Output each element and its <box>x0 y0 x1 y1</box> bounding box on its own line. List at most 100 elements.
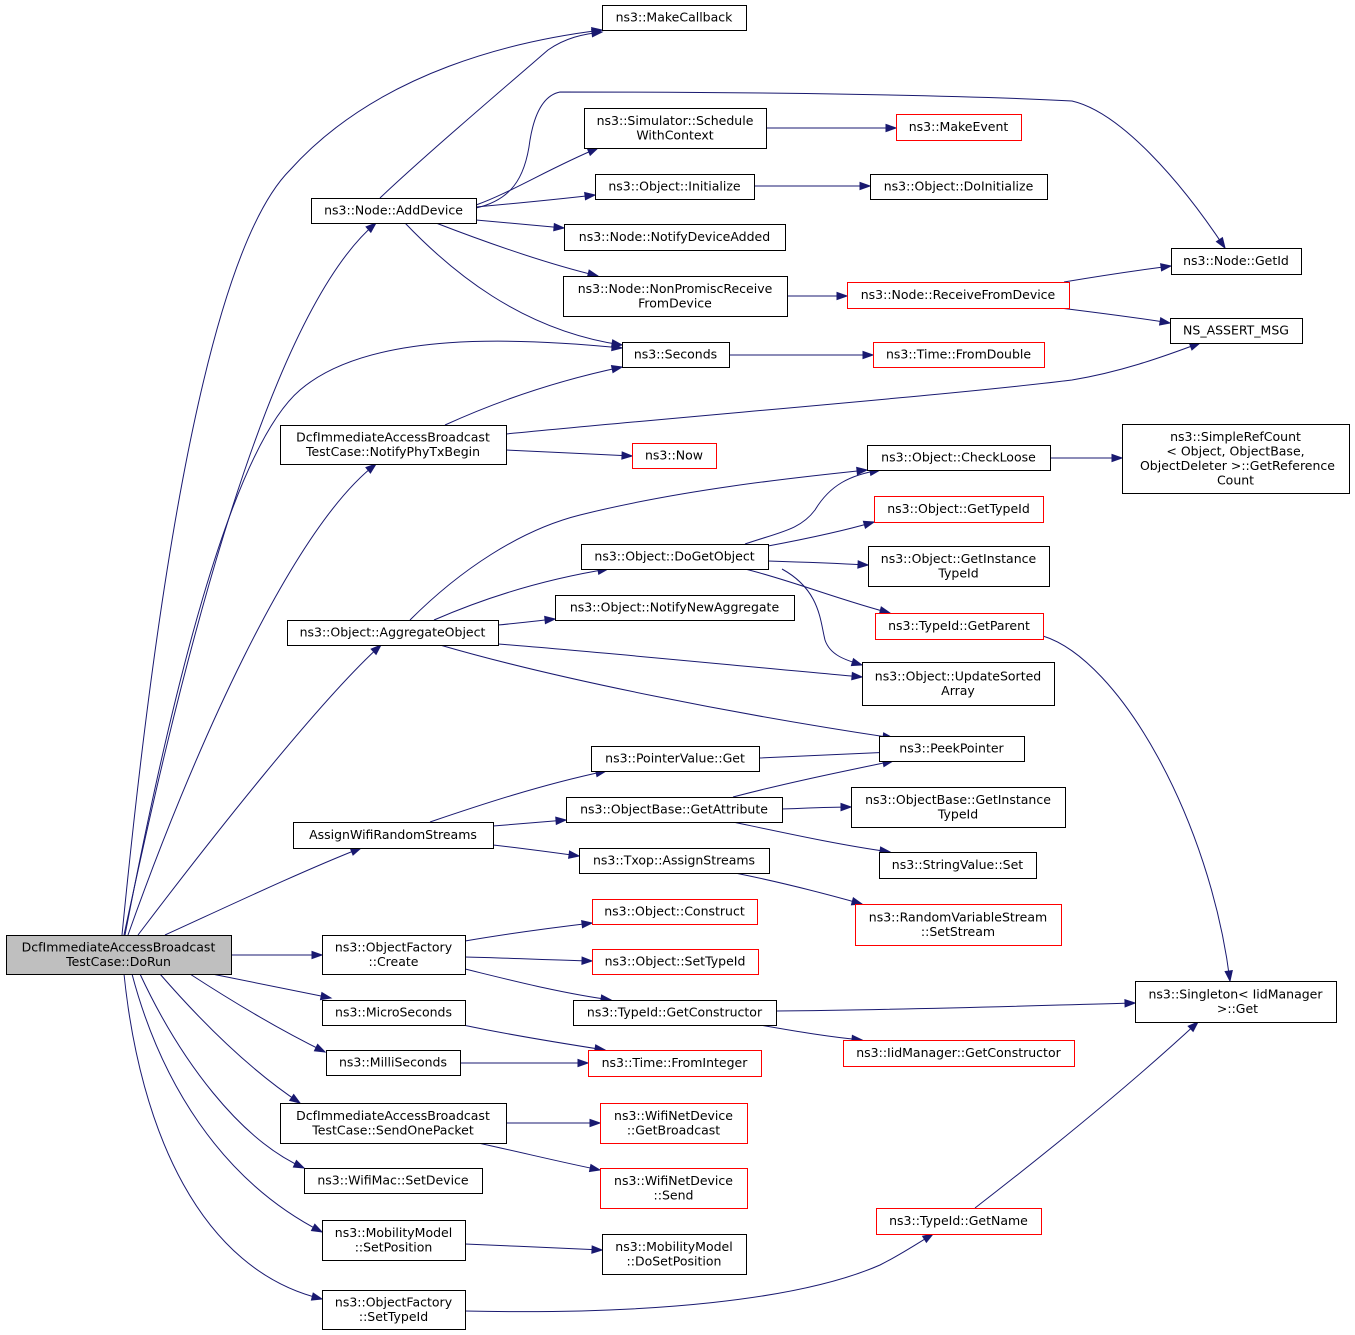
node-adddevice[interactable]: ns3::Node::AddDevice <box>311 198 477 224</box>
node-nsassert[interactable]: NS_ASSERT_MSG <box>1170 318 1303 344</box>
node-box[interactable] <box>595 174 755 200</box>
node-getid[interactable]: ns3::Node::GetId <box>1171 248 1302 275</box>
node-getreferencecount[interactable]: ns3::SimpleRefCount< Object, ObjectBase,… <box>1122 424 1350 494</box>
node-box[interactable] <box>322 1220 466 1261</box>
node-box[interactable] <box>600 1168 748 1209</box>
node-getparent[interactable]: ns3::TypeId::GetParent <box>875 613 1044 640</box>
node-notifyphytxbegin[interactable]: DcfImmediateAccessBroadcastTestCase::Not… <box>280 425 507 465</box>
node-box[interactable] <box>591 746 760 772</box>
node-box[interactable] <box>875 613 1044 640</box>
node-getbroadcast[interactable]: ns3::WifiNetDevice::GetBroadcast <box>600 1103 748 1144</box>
node-seconds[interactable]: ns3::Seconds <box>622 342 730 368</box>
node-peekpointer[interactable]: ns3::PeekPointer <box>879 736 1025 762</box>
node-frominteger[interactable]: ns3::Time::FromInteger <box>588 1050 762 1077</box>
node-typeidgetname[interactable]: ns3::TypeId::GetName <box>876 1208 1042 1235</box>
node-box[interactable] <box>1135 981 1337 1023</box>
node-getattribute[interactable]: ns3::ObjectBase::GetAttribute <box>566 797 783 823</box>
node-box[interactable] <box>600 1103 748 1144</box>
node-box[interactable] <box>322 935 466 975</box>
node-box[interactable] <box>6 935 232 975</box>
node-box[interactable] <box>602 5 747 31</box>
node-box[interactable] <box>843 1040 1075 1067</box>
node-box[interactable] <box>851 787 1066 828</box>
node-sendonepacket[interactable]: DcfImmediateAccessBroadcastTestCase::Sen… <box>280 1103 507 1144</box>
node-notifydeviceadded[interactable]: ns3::Node::NotifyDeviceAdded <box>564 224 786 251</box>
node-milliseconds[interactable]: ns3::MilliSeconds <box>326 1050 461 1076</box>
node-box[interactable] <box>563 276 788 317</box>
node-setstream[interactable]: ns3::RandomVariableStream::SetStream <box>855 904 1062 946</box>
node-box[interactable] <box>632 443 717 469</box>
node-wifimacsetdevice[interactable]: ns3::WifiMac::SetDevice <box>304 1168 483 1194</box>
node-singletonget[interactable]: ns3::Singleton< IidManager >::Get <box>1135 981 1337 1023</box>
node-box[interactable] <box>555 595 795 621</box>
node-box[interactable] <box>876 1208 1042 1235</box>
node-notifynewaggregate[interactable]: ns3::Object::NotifyNewAggregate <box>555 595 795 621</box>
node-aggregateobject[interactable]: ns3::Object::AggregateObject <box>287 620 499 646</box>
node-wifisend[interactable]: ns3::WifiNetDevice::Send <box>600 1168 748 1209</box>
node-box[interactable] <box>896 114 1022 141</box>
node-box[interactable] <box>287 620 499 646</box>
node-box[interactable] <box>564 224 786 251</box>
node-stringvalueset[interactable]: ns3::StringValue::Set <box>879 852 1037 879</box>
node-makecallback[interactable]: ns3::MakeCallback <box>602 5 747 31</box>
node-box[interactable] <box>322 1290 466 1330</box>
node-box[interactable] <box>855 904 1062 946</box>
node-box[interactable] <box>870 174 1048 200</box>
node-box[interactable] <box>592 899 758 925</box>
node-box[interactable] <box>1122 424 1350 494</box>
node-objinitialize[interactable]: ns3::Object::Initialize <box>595 174 755 200</box>
node-gettypeid[interactable]: ns3::Object::GetTypeId <box>874 496 1044 523</box>
node-objdoinitialize[interactable]: ns3::Object::DoInitialize <box>870 174 1048 200</box>
node-microseconds[interactable]: ns3::MicroSeconds <box>322 1000 466 1026</box>
node-box[interactable] <box>867 445 1051 471</box>
node-box[interactable] <box>280 1103 507 1144</box>
node-box[interactable] <box>868 546 1050 587</box>
node-txopassign[interactable]: ns3::Txop::AssignStreams <box>579 848 770 874</box>
node-fromdouble[interactable]: ns3::Time::FromDouble <box>873 342 1045 368</box>
node-mobsetposition[interactable]: ns3::MobilityModel::SetPosition <box>322 1220 466 1261</box>
node-factorysettypeid[interactable]: ns3::ObjectFactory::SetTypeId <box>322 1290 466 1330</box>
node-box[interactable] <box>1170 318 1303 344</box>
node-box[interactable] <box>879 736 1025 762</box>
node-box[interactable] <box>602 1234 747 1275</box>
node-assignwifi[interactable]: AssignWifiRandomStreams <box>293 822 494 849</box>
node-iidgetconstructor[interactable]: ns3::IidManager::GetConstructor <box>843 1040 1075 1067</box>
node-box[interactable] <box>874 496 1044 523</box>
node-box[interactable] <box>879 852 1037 879</box>
node-box[interactable] <box>847 282 1070 309</box>
node-box[interactable] <box>622 342 730 368</box>
node-mobdosetposition[interactable]: ns3::MobilityModel::DoSetPosition <box>602 1234 747 1275</box>
node-box[interactable] <box>581 544 769 570</box>
node-box[interactable] <box>592 949 759 975</box>
node-box[interactable] <box>873 342 1045 368</box>
node-box[interactable] <box>326 1050 461 1076</box>
node-box[interactable] <box>584 108 767 149</box>
node-box[interactable] <box>862 662 1055 706</box>
node-box[interactable] <box>280 425 507 465</box>
node-box[interactable] <box>588 1050 762 1077</box>
node-box[interactable] <box>293 822 494 849</box>
node-receivefromdevice[interactable]: ns3::Node::ReceiveFromDevice <box>847 282 1070 309</box>
node-dogetobject[interactable]: ns3::Object::DoGetObject <box>581 544 769 570</box>
node-objconstruct[interactable]: ns3::Object::Construct <box>592 899 758 925</box>
node-now[interactable]: ns3::Now <box>632 443 717 469</box>
node-box[interactable] <box>1171 248 1302 275</box>
node-checkloose[interactable]: ns3::Object::CheckLoose <box>867 445 1051 471</box>
node-box[interactable] <box>579 848 770 874</box>
node-getconstructor[interactable]: ns3::TypeId::GetConstructor <box>573 1000 777 1026</box>
node-root[interactable]: DcfImmediateAccessBroadcastTestCase::DoR… <box>6 935 232 975</box>
node-makeevent[interactable]: ns3::MakeEvent <box>896 114 1022 141</box>
node-factorycreate[interactable]: ns3::ObjectFactory::Create <box>322 935 466 975</box>
node-box[interactable] <box>304 1168 483 1194</box>
node-objsettypeid[interactable]: ns3::Object::SetTypeId <box>592 949 759 975</box>
node-box[interactable] <box>566 797 783 823</box>
node-box[interactable] <box>573 1000 777 1026</box>
node-box[interactable] <box>311 198 477 224</box>
node-box[interactable] <box>322 1000 466 1026</box>
node-pointervalueget[interactable]: ns3::PointerValue::Get <box>591 746 760 772</box>
